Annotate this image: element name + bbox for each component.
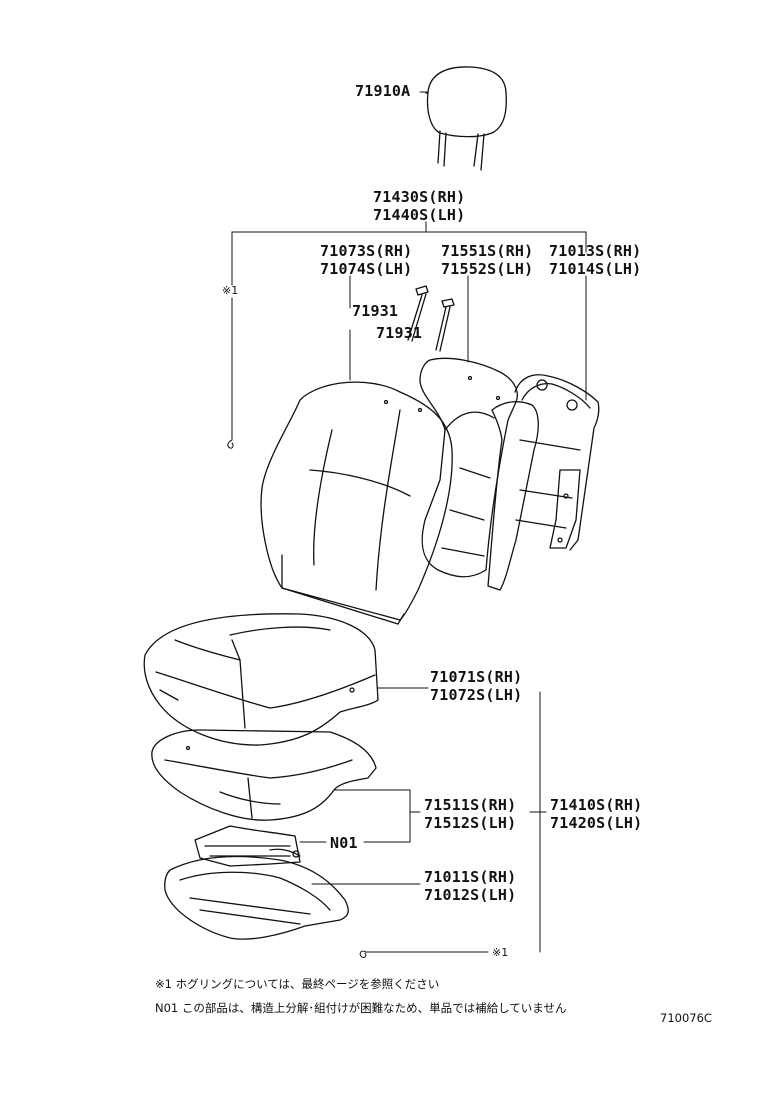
headrest-drawing bbox=[425, 66, 507, 171]
cushion-cover-drawing bbox=[143, 613, 379, 746]
part-label-back-cover-rh: 71073S(RH) bbox=[320, 242, 413, 260]
back-assy-bracket bbox=[227, 221, 587, 449]
diagram-code: 710076C bbox=[660, 1011, 712, 1025]
part-label-cushion-cover-rh: 71071S(RH) bbox=[430, 668, 523, 686]
seatback-frame-drawing bbox=[514, 374, 600, 551]
cushion-frame-drawing bbox=[164, 825, 349, 940]
part-label-cushion-frame-rh: 71011S(RH) bbox=[424, 868, 517, 886]
part-label-back-frame-rh: 71013S(RH) bbox=[549, 242, 642, 260]
part-label-support-a: 71931 bbox=[352, 302, 399, 320]
note-ref-n01: N01 bbox=[330, 834, 358, 852]
hog-ring-ref-bottom: ※1 bbox=[492, 946, 509, 959]
footnote-2: N01 この部品は、構造上分解･組付けが困難なため、単品では補給していません bbox=[155, 1001, 567, 1015]
part-label-cushion-frame-lh: 71012S(LH) bbox=[424, 886, 517, 904]
cushion-pad-drawing bbox=[151, 729, 377, 821]
leader-lines bbox=[299, 687, 547, 958]
part-label-support-b: 71931 bbox=[376, 324, 423, 342]
part-label-back-assy-lh: 71440S(LH) bbox=[373, 206, 466, 224]
part-label-cushion-pad-rh: 71511S(RH) bbox=[424, 796, 517, 814]
support-screws-drawing bbox=[407, 285, 455, 352]
part-label-back-frame-lh: 71014S(LH) bbox=[549, 260, 642, 278]
footnote-1: ※1 ホグリングについては、最終ページを参照ください bbox=[155, 977, 440, 991]
part-label-back-pad-lh: 71552S(LH) bbox=[441, 260, 534, 278]
seatback-cover-drawing bbox=[260, 381, 453, 625]
part-label-back-cover-lh: 71074S(LH) bbox=[320, 260, 413, 278]
hog-ring-ref-top: ※1 bbox=[222, 284, 239, 297]
part-label-cushion-pad-lh: 71512S(LH) bbox=[424, 814, 517, 832]
part-label-headrest: 71910A bbox=[355, 82, 411, 100]
part-label-cushion-assy-rh: 71410S(RH) bbox=[550, 796, 643, 814]
part-label-back-pad-rh: 71551S(RH) bbox=[441, 242, 534, 260]
seatback-pad-drawing bbox=[419, 357, 539, 591]
part-label-cushion-cover-lh: 71072S(LH) bbox=[430, 686, 523, 704]
part-label-back-assy-rh: 71430S(RH) bbox=[373, 188, 466, 206]
part-label-cushion-assy-lh: 71420S(LH) bbox=[550, 814, 643, 832]
